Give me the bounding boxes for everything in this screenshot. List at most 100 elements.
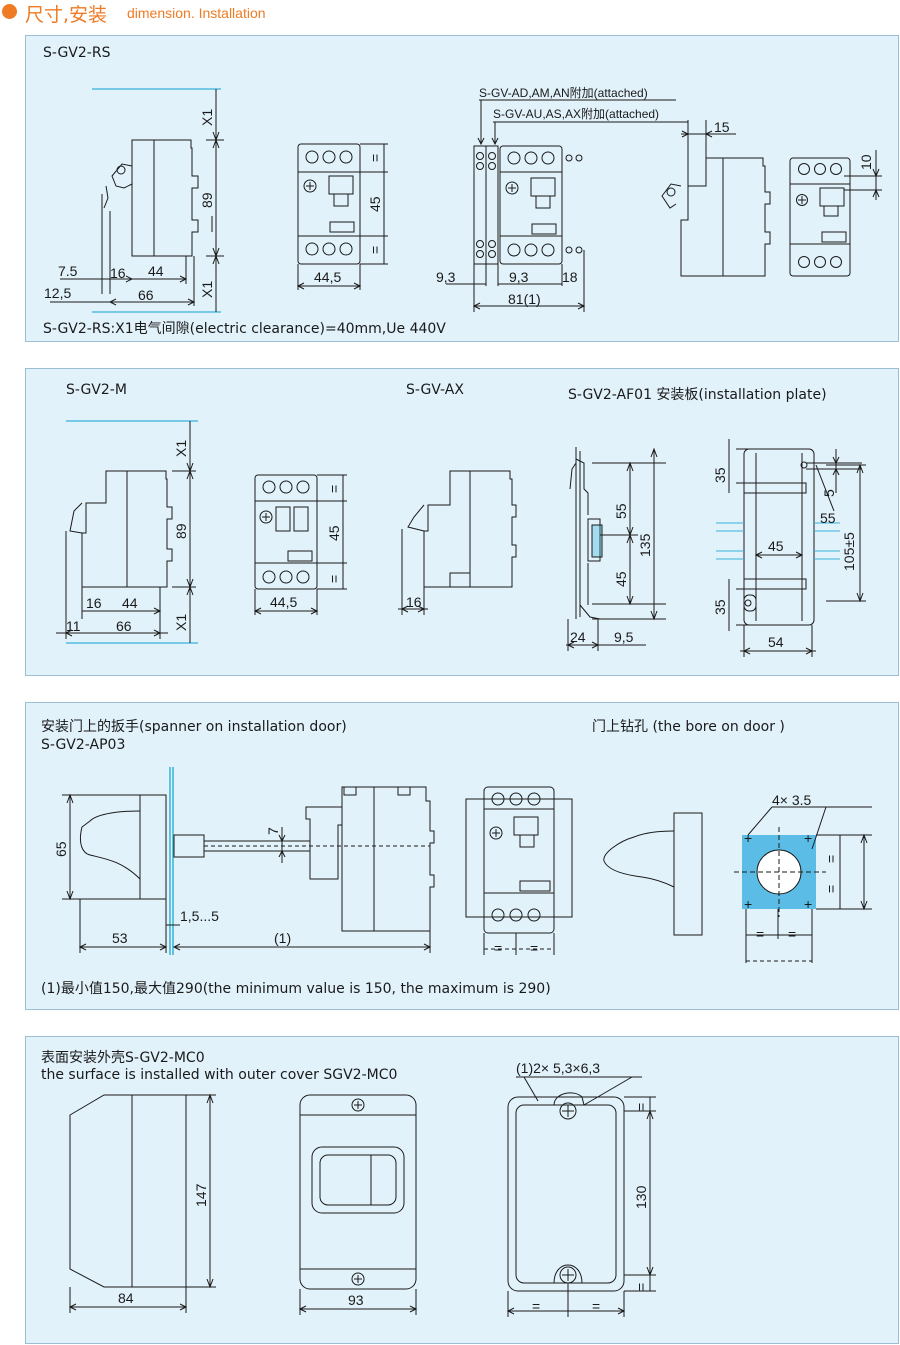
dim-7: 7 [265,827,281,835]
dim-84: 84 [118,1290,134,1306]
dim-12-5: 12,5 [44,285,71,301]
bore-eq-h1: = [756,926,764,942]
outer-cover-drawings: 147 84 93 (1)2× 5,3×6,3 [68,1060,656,1317]
dim-53: 53 [112,930,128,946]
dim-130: 130 [633,1185,649,1209]
header-title-en: dimension. Installation [127,5,266,21]
breaker-side-view [101,139,199,294]
dim-9-3-b: 9,3 [509,269,529,285]
dim-10: 10 [858,154,874,170]
spanner-handle-view [603,812,703,936]
cover-front-view [299,1094,417,1290]
cover-title-en: the surface is installed with outer cove… [41,1067,398,1083]
bullet-icon [2,4,17,19]
breaker-with-aux-front-view [473,145,583,265]
dim-m-x1-bottom: X1 [173,614,189,631]
aux-front-view [789,157,851,277]
dim-plate-55: 55 [613,503,629,519]
header-title-zh: 尺寸,安装 [25,4,108,26]
dim-plate-35-bottom: 35 [712,599,728,615]
spanner-model: S-GV2-AP03 [41,737,126,753]
dim-m-16: 16 [86,595,102,611]
dim-eq-2: = [367,246,383,254]
dim-door-eq-2: = [530,940,538,956]
panel-outer-cover: 表面安装外壳S-GV2-MC0 the surface is installed… [25,1036,899,1344]
breaker-front-view-door [465,786,573,934]
dim-paren-1: (1) [274,930,291,946]
dim-16: 16 [110,265,126,281]
clearance-note: S-GV2-RS:X1电气间隙(electric clearance)=40mm… [43,321,446,337]
breaker-with-shaft-view [305,786,435,932]
dim-93: 93 [348,1292,364,1308]
dim-m-44-5: 44,5 [270,594,297,610]
dim-44: 44 [148,263,164,279]
dim-plate-45c: 45 [768,538,784,554]
cover-eq-h2: = [592,1298,600,1314]
dim-44-5: 44,5 [314,269,341,285]
dim-m-44: 44 [122,595,138,611]
cover-eq-bottom: = [633,1283,649,1291]
dim-plate-105: 105±5 [841,532,857,571]
spanner-title: 安装门上的扳手(spanner on installation door) [41,719,347,735]
dim-66: 66 [138,287,154,303]
model-label-af01: S-GV2-AF01 安装板(installation plate) [568,387,827,403]
svg-text:+: + [804,830,812,846]
breaker-aux-side-view [661,157,771,277]
callout-attached-2: S-GV-AU,AS,AX附加(attached) [493,107,659,121]
mounting-plate-side-view [569,447,603,620]
dim-plate-54: 54 [768,634,784,650]
door-bore-view: + + + + [734,827,826,917]
dim-65: 65 [53,841,69,857]
bore-eq-v2: = [823,885,839,893]
dim-plate-45: 45 [613,571,629,587]
dim-m-11: 11 [66,618,81,634]
spanner-drawings: 65 53 1,5...5 (1) 7 = = [53,767,872,963]
dim-18: 18 [562,269,578,285]
svg-text:+: + [804,896,812,912]
dim-147: 147 [193,1183,209,1207]
dim-15: 15 [714,119,730,135]
dim-m-89: 89 [173,523,189,539]
dim-m-eq-2: = [326,575,342,583]
dim-89: 89 [199,192,215,208]
dim-9-3-a: 9,3 [436,269,456,285]
dim-eq-1: = [367,154,383,162]
bore-holes-label: 4× 3.5 [772,792,812,808]
dim-7-5: 7.5 [58,263,78,279]
mounting-plate-front-view [716,448,840,626]
cover-holes-label: (1)2× 5,3×6,3 [516,1060,600,1076]
panel-s-gv2-rs: S-GV2-RS S-GV2-RS:X1电气间隙(electric cleara… [25,35,899,342]
dim-door-eq-1: = [494,940,502,956]
dim-m-eq-1: = [326,485,342,493]
dim-plate-55b: 55 [820,510,836,526]
dim-plate-5: 5 [821,489,837,497]
svg-text:+: + [744,830,752,846]
cover-side-view [69,1094,187,1288]
breaker-m-front-view [254,474,318,590]
bore-eq-h2: = [788,926,796,942]
model-label-m: S-GV2-M [66,382,127,398]
dim-plate-135: 135 [637,533,653,557]
panel-spanner: 安装门上的扳手(spanner on installation door) S-… [25,702,899,1010]
dim-x1-bottom: X1 [199,281,215,298]
spanner-note: (1)最小值150,最大值290(the minimum value is 15… [41,981,551,997]
dim-plate-9-5: 9,5 [614,629,634,645]
dim-m-45: 45 [326,525,342,541]
breaker-front-view [297,143,361,265]
cover-eq-top: = [633,1103,649,1111]
bore-eq-v1: = [823,855,839,863]
breaker-m-side-view [69,470,173,588]
cover-eq-h1: = [532,1298,540,1314]
dim-x1-top: X1 [199,109,215,126]
dim-81: 81(1) [508,291,541,307]
dim-45: 45 [367,196,383,212]
model-label: S-GV2-RS [43,45,111,61]
dim-ax-16: 16 [406,594,422,610]
dim-1-5-5: 1,5...5 [180,908,219,924]
model-label-ax: S-GV-AX [406,382,464,398]
dim-plate-35-top: 35 [712,467,728,483]
svg-text:+: + [744,896,752,912]
dim-m-x1-top: X1 [173,440,189,457]
cover-title-zh: 表面安装外壳S-GV2-MC0 [41,1050,205,1066]
section-header: 尺寸,安装 dimension. Installation [0,0,900,30]
